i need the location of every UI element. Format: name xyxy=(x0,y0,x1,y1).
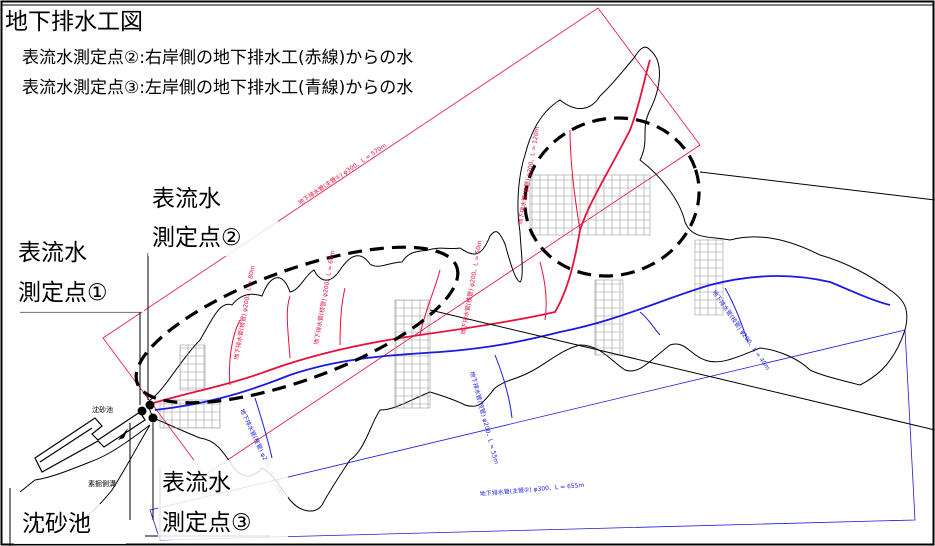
left-zone-ellipse xyxy=(134,245,460,405)
measure-point-2-marker xyxy=(145,400,155,410)
callout-p2-line2: 測定点② xyxy=(152,225,242,251)
blue-branch-c-label: 地下排水管(枝管) φ200、L = 40m xyxy=(710,289,772,372)
red-branch-a-label: 地下排水管(枝管) φ200、L = 80m xyxy=(232,265,257,361)
blue-main-label: 地下排水管(主管②) φ300、L = 655m xyxy=(479,481,584,498)
blue-branch-b-label: 地下排水管(枝管) φ200、L = 55m xyxy=(468,370,501,465)
callout-box-p1 xyxy=(14,230,144,312)
leader-line-lower xyxy=(429,309,935,431)
callout-p2-line1: 表流水 xyxy=(152,186,221,212)
red-extent-box xyxy=(102,7,701,476)
leader-line-upper xyxy=(699,171,935,201)
blue-drain-network xyxy=(154,275,891,459)
basin-small-label: 沈砂池 xyxy=(92,405,113,414)
red-main-label: 地下排水管(主管①) φ300、L = 570m xyxy=(297,141,389,206)
callout-basin: 沈砂池 xyxy=(22,511,91,537)
measure-point-1-marker xyxy=(137,406,147,416)
terrain-outline xyxy=(148,46,908,512)
legend-line-1: 表流水測定点②:右岸側の地下排水工(赤線)からの水 xyxy=(22,48,413,68)
hatch-zones xyxy=(159,174,724,429)
callout-box-p3 xyxy=(158,460,288,540)
callout-box-basin xyxy=(14,504,126,544)
blue-extent-box xyxy=(149,329,916,541)
callout-p3-line2: 測定点③ xyxy=(162,510,252,536)
legend-line-2: 表流水測定点③:左岸側の地下排水工(青線)からの水 xyxy=(22,78,413,98)
red-branch-b-label: 地下排水管(枝管) φ200、L = 60m xyxy=(312,250,337,346)
right-zone-ellipse xyxy=(523,116,701,278)
callout-box-p2 xyxy=(148,178,278,256)
diagram-title: 地下排水工図 xyxy=(5,9,143,35)
red-drain-network xyxy=(149,59,651,405)
callout-p3-line1: 表流水 xyxy=(162,470,231,496)
arrow-to-basin xyxy=(118,428,128,440)
callout-p1-line2: 測定点① xyxy=(18,280,108,306)
ditch-label: 素掘側溝 xyxy=(88,479,116,488)
callout-p1-line1: 表流水 xyxy=(18,240,87,266)
measure-point-3-marker xyxy=(148,413,158,423)
